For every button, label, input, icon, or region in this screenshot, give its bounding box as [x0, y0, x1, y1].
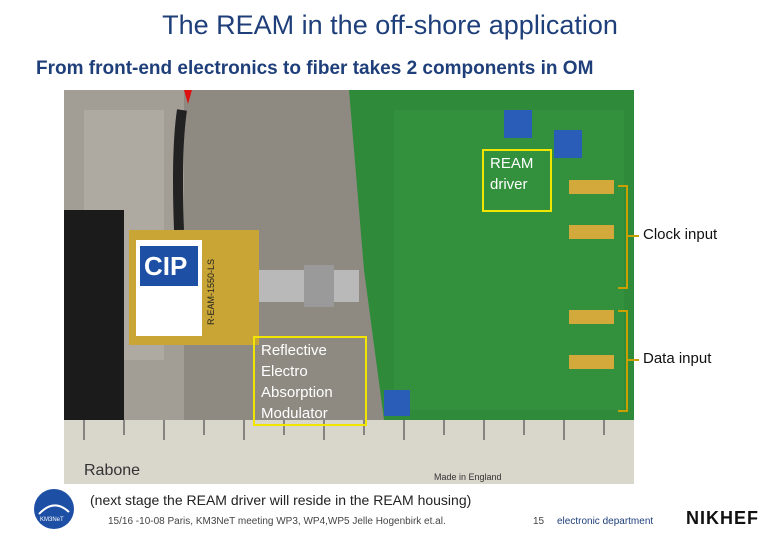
next-stage-note: (next stage the REAM driver will reside …	[90, 492, 472, 508]
data-bracket	[618, 310, 628, 412]
clock-tick	[627, 235, 639, 237]
black-connector	[64, 210, 124, 450]
chip-label: R-EAM-1550-LS	[206, 259, 216, 325]
km3net-logo-icon: KM3NeT	[34, 489, 74, 529]
data-tick	[627, 359, 639, 361]
photo: CIP R-EAM-1550-LS Rabone Made in England	[64, 90, 634, 484]
ream-driver-label: REAM driver	[482, 149, 552, 212]
page-number: 15	[533, 516, 545, 527]
clock-bracket	[618, 185, 628, 289]
slide-title: The REAM in the off-shore application	[162, 10, 618, 40]
red-arrow	[184, 90, 192, 104]
data-input-label: Data input	[643, 350, 712, 367]
ruler	[64, 420, 634, 484]
fiber-cable	[173, 109, 187, 231]
modulator-label: Reflective Electro Absorption Modulator	[253, 336, 367, 426]
footer-meeting: 15/16 -10-08 Paris, KM3NeT meeting WP3, …	[108, 516, 446, 527]
department-label: electronic department	[557, 516, 654, 527]
nikhef-logo: NIKHEF	[686, 508, 759, 528]
svg-text:CIP: CIP	[144, 251, 187, 281]
clock-input-label: Clock input	[643, 226, 718, 243]
svg-text:KM3NeT: KM3NeT	[40, 517, 64, 523]
svg-text:Rabone: Rabone	[84, 462, 140, 479]
svg-text:Made in England: Made in England	[434, 472, 502, 482]
slide-subtitle: From front-end electronics to fiber take…	[36, 58, 594, 79]
sma-connectors	[569, 180, 614, 369]
